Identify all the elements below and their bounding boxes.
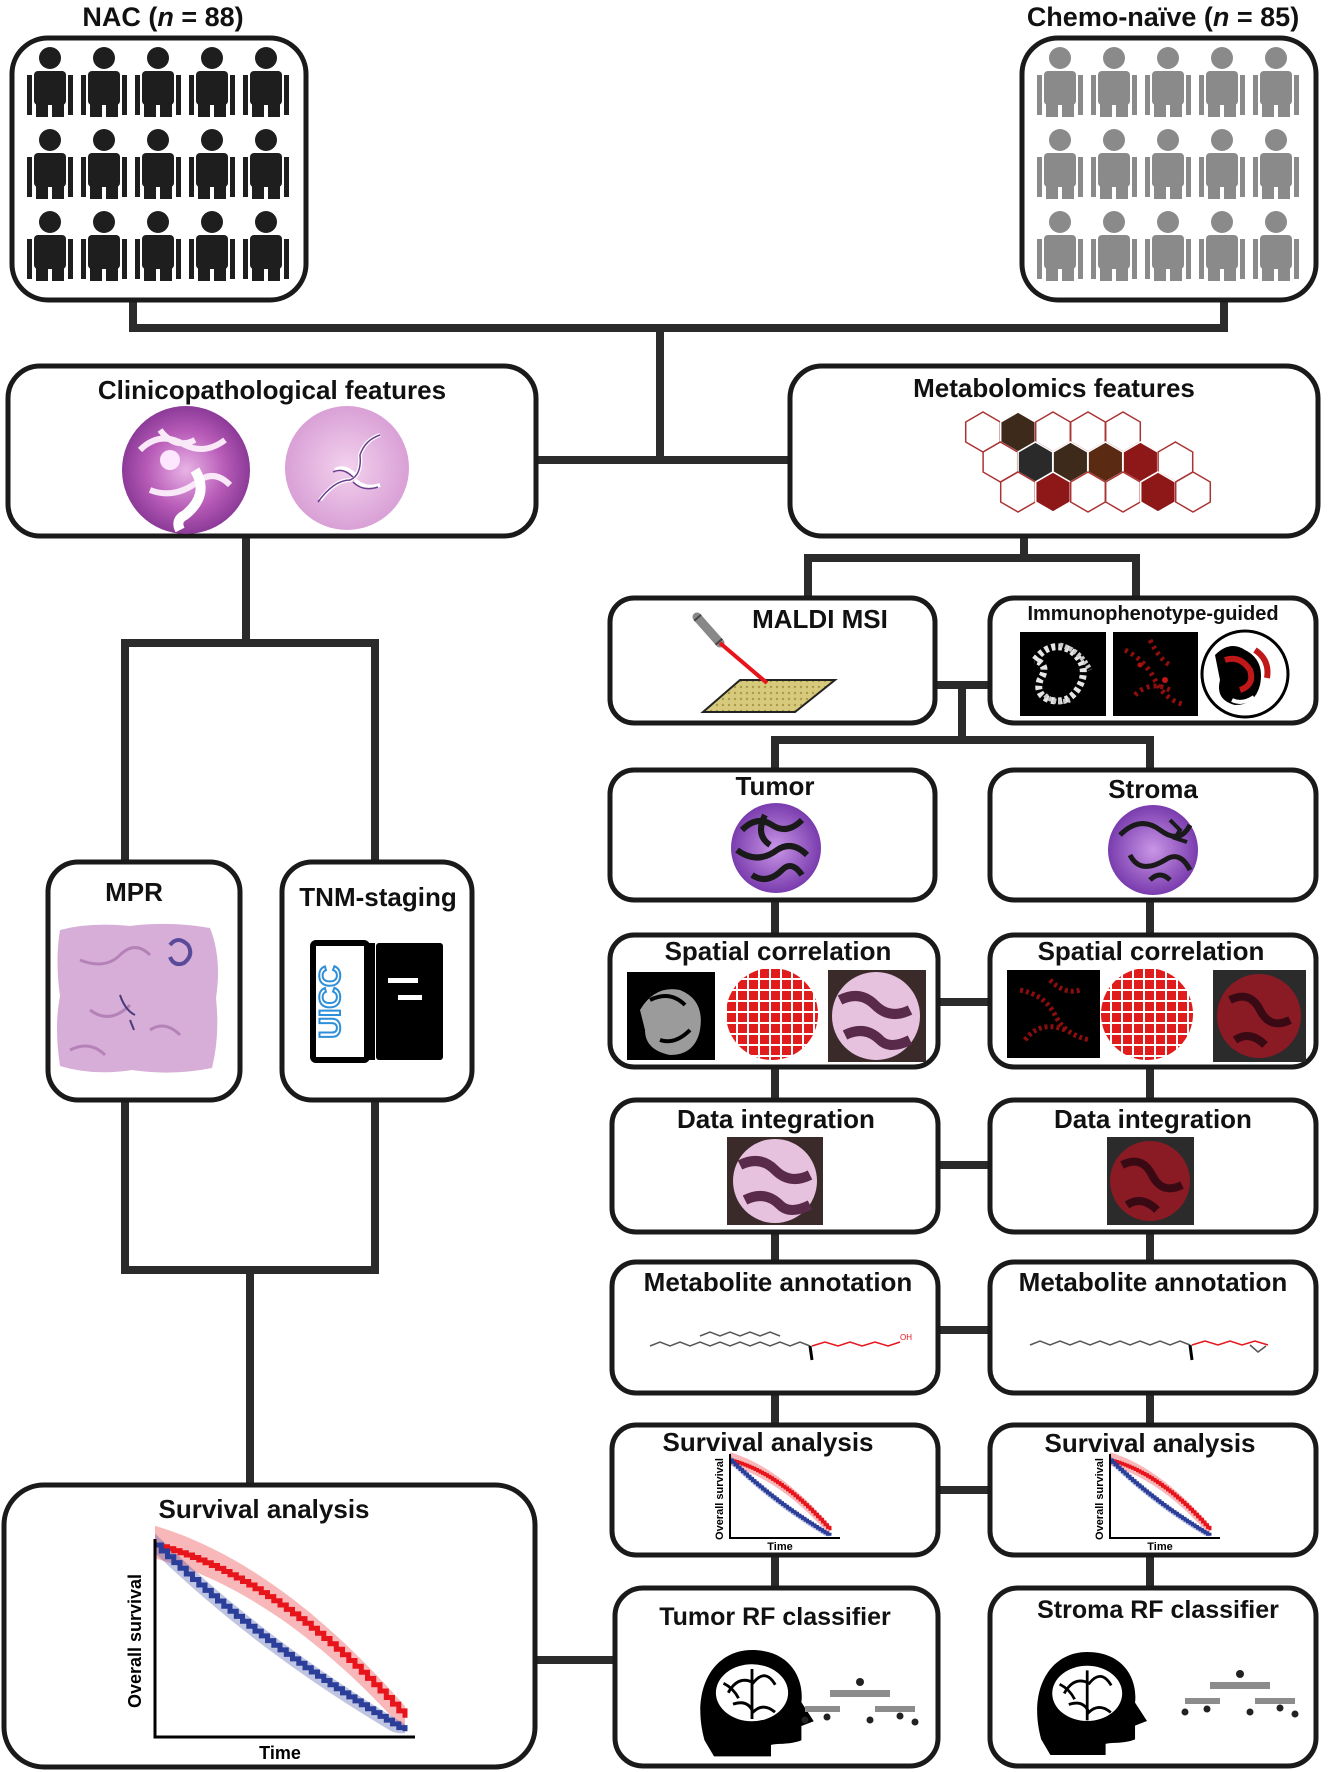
km-x-axis-label: Time (259, 1743, 301, 1763)
survival-curve (1110, 1458, 1212, 1536)
stroma-rf-classifier-box: Stroma RF classifier (987, 1585, 1319, 1769)
he-core-image-2 (285, 406, 409, 530)
metabolite-annotation-stroma-title: Metabolite annotation (1019, 1267, 1288, 1297)
km-y-axis-label: Overall survival (714, 1458, 726, 1540)
nac-group: NAC (n = 88) (9, 2, 309, 303)
km-axes (153, 1539, 415, 1739)
tnm-staging-box: TNM-staging UICC (279, 859, 475, 1103)
km-y-axis-label: Overall survival (1094, 1458, 1106, 1540)
survival-analysis-main-title: Survival analysis (158, 1494, 369, 1524)
metabolomics-box: Metabolomics features (787, 363, 1321, 539)
clinicopathological-box: Clinicopathological features (5, 363, 539, 539)
connectors (121, 300, 1228, 1664)
tumor-title: Tumor (736, 771, 815, 801)
mpr-slide-image (57, 923, 218, 1073)
data-integration-tumor-title: Data integration (677, 1104, 875, 1134)
spatial-tumor-image-overlay (828, 970, 926, 1062)
immunophenotype-title: Immunophenotype-guided (1027, 603, 1278, 625)
metabolite-structure-stroma (1029, 1340, 1269, 1361)
survival-curve (730, 1458, 832, 1531)
uicc-logo-text: UICC (314, 965, 347, 1038)
maldi-msi-title: MALDI MSI (752, 604, 888, 634)
mpr-box: MPR (45, 859, 243, 1103)
spatial-correlation-tumor-title: Spatial correlation (665, 936, 892, 966)
naive-group-label: Chemo-naïve (n = 85) (1027, 2, 1299, 32)
km-x-axis-label: Time (767, 1541, 792, 1553)
stroma-title: Stroma (1108, 774, 1198, 804)
survival-analysis-stroma-title: Survival analysis (1044, 1428, 1255, 1458)
metabolite-structure-tumor: OH (649, 1331, 912, 1361)
confidence-band (155, 1525, 405, 1732)
clinicopathological-title: Clinicopathological features (98, 375, 446, 405)
confidence-band (1110, 1452, 1210, 1536)
brain-head-icon (700, 1650, 814, 1757)
spatial-stroma-image-red (1007, 970, 1100, 1058)
survival-curve (155, 1542, 408, 1732)
data-integration-stroma-image (1107, 1137, 1194, 1225)
tumor-rf-classifier-box: Tumor RF classifier (612, 1585, 941, 1769)
metabolite-annotation-tumor-box: Metabolite annotation OH (609, 1259, 941, 1396)
he-core-image-1 (122, 406, 250, 534)
maldi-msi-box: MALDI MSI (607, 595, 938, 726)
km-axes (1109, 1454, 1220, 1539)
metabolite-annotation-stroma-box: Metabolite annotation (987, 1259, 1319, 1396)
confidence-band (730, 1452, 830, 1536)
spatial-tumor-image-grid (726, 968, 818, 1060)
naive-group: Chemo-naïve (n = 85) (1019, 2, 1319, 303)
survival-curve (730, 1458, 832, 1536)
km-x-axis-label: Time (1147, 1541, 1172, 1553)
km-y-axis-label: Overall survival (125, 1574, 145, 1708)
hex-cell (1174, 471, 1212, 513)
survival-analysis-tumor-title: Survival analysis (662, 1427, 873, 1457)
svg-text:OH: OH (900, 1333, 912, 1342)
spatial-correlation-stroma-box: Spatial correlation (987, 932, 1319, 1070)
metabolomics-hex-grid (964, 411, 1212, 513)
spatial-tumor-image-bw (627, 972, 715, 1060)
uicc-book-icon: UICC (310, 940, 443, 1063)
tumor-core-image (731, 803, 821, 893)
immuno-image-red (1113, 632, 1198, 716)
tumor-box: Tumor (607, 767, 938, 903)
immuno-image-bw (1020, 632, 1106, 716)
survival-curve (155, 1542, 408, 1718)
spatial-correlation-stroma-title: Spatial correlation (1038, 936, 1265, 966)
decision-tree-icon (801, 1678, 919, 1726)
tnm-staging-title: TNM-staging (299, 882, 456, 912)
spatial-stroma-image-overlay (1213, 970, 1306, 1062)
decision-tree-icon (1181, 1670, 1299, 1718)
data-integration-stroma-box: Data integration (987, 1097, 1319, 1235)
nac-group-label: NAC (n = 88) (82, 2, 243, 32)
tumor-rf-classifier-title: Tumor RF classifier (659, 1603, 891, 1631)
data-integration-tumor-image (727, 1137, 823, 1225)
brain-head-icon (1037, 1652, 1147, 1756)
stroma-rf-classifier-title: Stroma RF classifier (1037, 1596, 1279, 1624)
stroma-core-image (1108, 805, 1198, 895)
spatial-correlation-tumor-box: Spatial correlation (607, 932, 941, 1070)
data-integration-tumor-box: Data integration (609, 1097, 941, 1235)
metabolomics-title: Metabolomics features (913, 373, 1195, 403)
survival-curve (1110, 1458, 1212, 1531)
mpr-title: MPR (105, 877, 163, 907)
stroma-box: Stroma (987, 767, 1319, 903)
immuno-image-overlay (1200, 629, 1290, 719)
metabolite-annotation-tumor-title: Metabolite annotation (644, 1267, 913, 1297)
spatial-stroma-image-grid (1101, 968, 1193, 1060)
data-integration-stroma-title: Data integration (1054, 1104, 1252, 1134)
maldi-laser-icon (692, 612, 838, 713)
km-axes (729, 1454, 840, 1539)
immunophenotype-box: Immunophenotype-guided (987, 595, 1319, 726)
